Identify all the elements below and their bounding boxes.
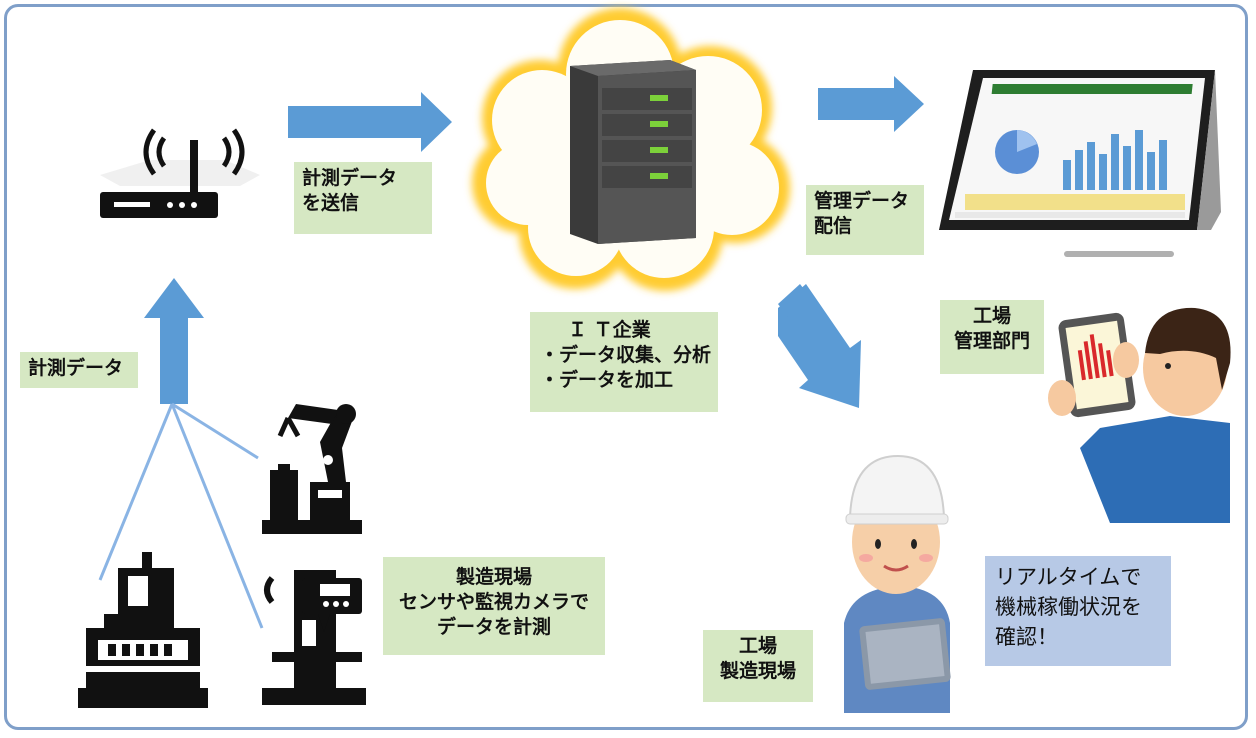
label-deliver-management-data: 管理データ 配信 <box>806 185 924 255</box>
worker-with-tablet-icon <box>844 454 951 713</box>
label-manufacturing-site-sensors: 製造現場 センサや監視カメラで データを計測 <box>383 557 605 655</box>
label-factory-site: 工場 製造現場 <box>703 630 813 702</box>
wifi-router-icon <box>100 128 260 218</box>
tablet-dashboard-icon <box>939 70 1221 257</box>
milling-machine-icon <box>262 570 366 705</box>
cloud-server-icon <box>472 8 790 291</box>
label-factory-management: 工場 管理部門 <box>940 300 1044 374</box>
robot-arm-icon <box>262 404 362 534</box>
manager-with-tablet-icon <box>1048 307 1231 523</box>
label-it-company: Ｉ Ｔ企業 ・データ収集、分析 ・データを加工 <box>530 312 718 412</box>
label-send-measure-data: 計測データ を送信 <box>294 162 432 234</box>
label-measure-data: 計測データ <box>20 352 138 388</box>
label-realtime-check: リアルタイムで 機械稼働状況を 確認！ <box>985 556 1171 666</box>
cnc-machine-icon <box>78 552 208 708</box>
